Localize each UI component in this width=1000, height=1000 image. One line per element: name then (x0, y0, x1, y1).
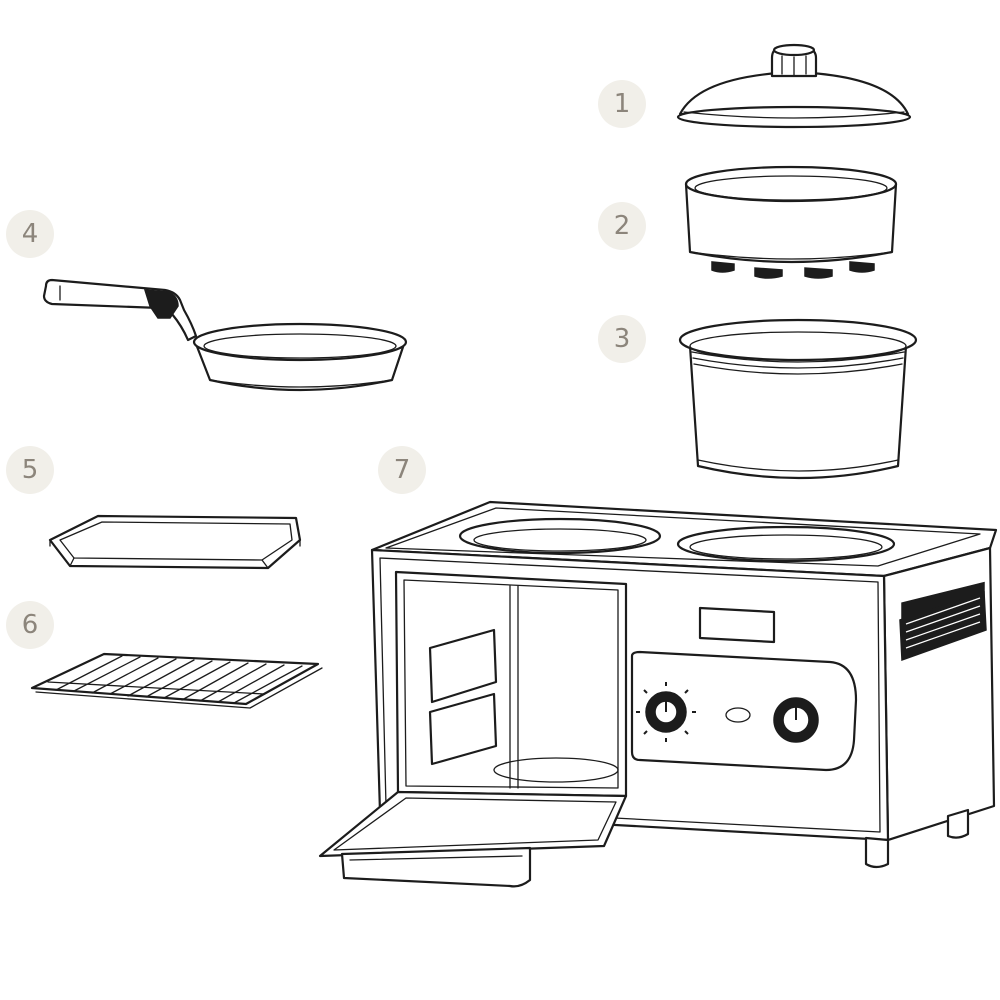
wire-rack-drawing (30, 652, 323, 709)
callout-3: 3 (598, 315, 646, 363)
pot-drawing (678, 318, 918, 480)
main-unit-drawing (318, 500, 998, 888)
callout-2: 2 (598, 202, 646, 250)
callout-1: 1 (598, 80, 646, 128)
callout-5: 5 (6, 446, 54, 494)
lid-drawing (676, 43, 912, 129)
frying-pan-drawing (42, 278, 408, 392)
callout-4: 4 (6, 210, 54, 258)
steamer-basket-drawing (684, 165, 898, 279)
callout-6: 6 (6, 601, 54, 649)
callout-7: 7 (378, 446, 426, 494)
baking-tray-drawing (48, 514, 302, 570)
